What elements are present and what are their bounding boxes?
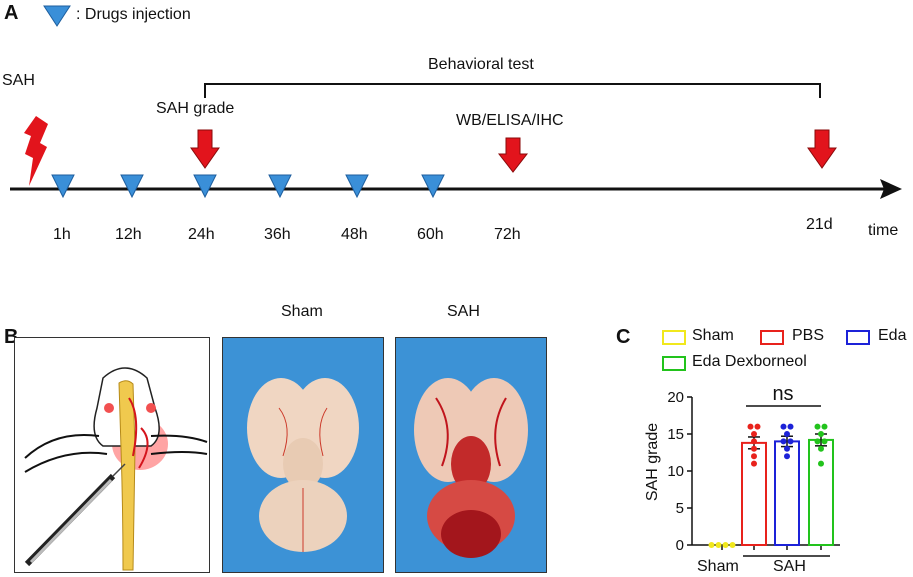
data-point	[818, 460, 824, 467]
sham-photo-title: Sham	[281, 303, 323, 320]
data-point	[814, 423, 821, 430]
legend-swatch-sham	[662, 330, 686, 345]
tick-label-24h: 24h	[188, 226, 215, 243]
legend-label-eda-dex: Eda Dexborneol	[692, 353, 807, 370]
timeline-graphic	[10, 83, 902, 199]
sah-grade-arrow-icon	[190, 129, 220, 169]
data-point	[818, 445, 824, 452]
injection-marker-12h	[120, 174, 144, 199]
tick-label-48h: 48h	[341, 226, 368, 243]
sah-photo-title: SAH	[447, 303, 480, 320]
bar	[808, 438, 834, 546]
behavioral-test-label: Behavioral test	[428, 56, 534, 73]
tick-label-60h: 60h	[417, 226, 444, 243]
injection-marker-1h	[51, 174, 75, 199]
legend-swatch-pbs	[760, 330, 784, 345]
data-point	[780, 438, 787, 445]
data-point	[787, 423, 794, 430]
y-tick-label: 10	[667, 463, 684, 480]
tick-label-72h: 72h	[494, 226, 521, 243]
sham-brain-drawing	[247, 378, 359, 552]
legend-label-eda: Eda	[878, 327, 907, 344]
wb-elisa-ihc-label: WB/ELISA/IHC	[456, 112, 564, 129]
sah-grade-chart: 0 5 10 15 20 ns	[667, 383, 840, 557]
legend-label-pbs: PBS	[792, 327, 825, 344]
sah-brain-drawing	[414, 378, 528, 558]
drug-injection-legend-icon	[43, 5, 71, 27]
data-point	[708, 542, 715, 548]
injection-marker-48h	[345, 174, 369, 199]
panel-label-a: A	[4, 2, 19, 24]
data-point	[784, 453, 790, 460]
data-point	[751, 445, 757, 452]
tick-label-12h: 12h	[115, 226, 142, 243]
data-point	[814, 438, 821, 445]
y-tick-label: 5	[676, 500, 684, 517]
data-point	[754, 423, 761, 430]
wb-arrow-icon	[497, 137, 529, 173]
injection-marker-60h	[421, 174, 445, 199]
day21-arrow-icon	[807, 129, 837, 169]
sah-brain-photo	[395, 337, 547, 573]
tick-label-36h: 36h	[264, 226, 291, 243]
data-point	[751, 431, 757, 437]
timeline-arrowhead	[880, 179, 902, 199]
significance-label: ns	[772, 383, 793, 405]
sah-lightning-icon	[24, 116, 48, 186]
legend-swatch-eda	[846, 330, 870, 345]
data-point	[787, 438, 794, 445]
behavioral-test-bracket	[204, 83, 821, 98]
tick-label-21d: 21d	[806, 216, 833, 233]
y-tick-label: 15	[667, 426, 684, 443]
y-tick-label: 0	[676, 537, 684, 554]
legend-label-sham: Sham	[692, 327, 734, 344]
sah-grade-arrow-label: SAH grade	[156, 100, 235, 117]
data-point	[780, 423, 787, 430]
data-point	[751, 438, 757, 445]
rat-injection-illustration	[14, 337, 210, 573]
data-point	[715, 542, 722, 548]
data-point	[821, 423, 828, 430]
y-tick-label: 20	[667, 389, 684, 406]
rat-sketch	[24, 367, 208, 571]
x-group-label-sah: SAH	[773, 558, 806, 575]
data-point	[784, 431, 790, 437]
time-axis-label: time	[868, 222, 899, 239]
drug-injection-legend-label: : Drugs injection	[76, 6, 191, 23]
sah-onset-label: SAH	[2, 72, 35, 89]
data-point	[722, 542, 729, 548]
injection-marker-24h	[193, 174, 217, 199]
data-point	[751, 453, 757, 460]
data-point	[751, 460, 757, 467]
data-point	[784, 445, 790, 452]
data-point	[818, 431, 824, 437]
x-group-label-sham: Sham	[697, 558, 739, 575]
legend-swatch-eda-dex	[662, 356, 686, 371]
data-point	[729, 542, 736, 548]
injection-marker-36h	[268, 174, 292, 199]
data-point	[821, 438, 828, 445]
panel-label-c: C	[616, 326, 631, 348]
tick-label-1h: 1h	[53, 226, 71, 243]
data-point	[747, 423, 754, 430]
sham-brain-photo	[222, 337, 384, 573]
